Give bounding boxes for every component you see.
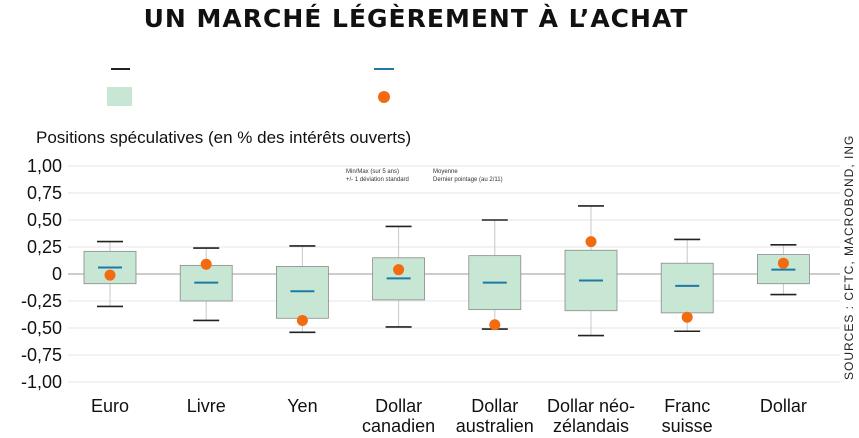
category-group — [372, 225, 426, 328]
boxes — [83, 205, 810, 337]
y-tick-label: 0,50 — [27, 210, 62, 230]
std-dev-box — [275, 266, 329, 319]
category-label: Dollar — [760, 396, 807, 416]
last-point-marker — [585, 236, 597, 248]
category-label: Dollar — [471, 396, 518, 416]
category-group — [564, 205, 618, 337]
category-label: Euro — [91, 396, 129, 416]
category-group — [83, 240, 137, 308]
legend-sd-label: +/- 1 déviation standard — [346, 177, 409, 183]
y-tick-label: 0,75 — [27, 183, 62, 203]
source-note: SOURCES : CFTC, MACROBOND, ING — [842, 135, 856, 380]
y-tick-label: -1,00 — [21, 372, 62, 392]
last-point-marker — [681, 311, 693, 323]
category-label: Yen — [287, 396, 317, 416]
y-tick-label: 0,25 — [27, 237, 62, 257]
last-point-marker — [393, 264, 405, 276]
category-group — [179, 247, 233, 322]
last-point-marker — [200, 258, 212, 270]
y-axis-title: Positions spéculatives (en % des intérêt… — [36, 128, 411, 147]
category-group — [757, 244, 810, 296]
category-label: Dollar néo- — [547, 396, 635, 416]
last-point-marker — [777, 257, 789, 269]
y-axis-ticks: 1,00 0,75 0,50 0,25 0 -0,25 -0,50 -0,75 -1,00 — [21, 156, 62, 392]
legend-last-symbol — [378, 91, 390, 103]
category-label: Franc — [664, 396, 710, 416]
y-tick-label: 1,00 — [27, 156, 62, 176]
y-tick-label: 0 — [52, 264, 62, 284]
category-label: Livre — [187, 396, 226, 416]
y-tick-label: -0,75 — [21, 345, 62, 365]
category-label: australien — [456, 416, 534, 436]
y-tick-label: -0,50 — [21, 318, 62, 338]
last-point-marker — [104, 269, 116, 281]
legend: Min/Max (sur 5 ans) +/- 1 déviation stan… — [107, 68, 503, 183]
category-label: canadien — [362, 416, 435, 436]
category-label: Dollar — [375, 396, 422, 416]
std-dev-box — [660, 262, 714, 314]
category-label: suisse — [662, 416, 713, 436]
category-group — [275, 245, 329, 334]
category-group — [468, 219, 522, 331]
category-group — [660, 238, 714, 333]
legend-range-label: Min/Max (sur 5 ans) — [346, 169, 399, 175]
category-label: zélandais — [553, 416, 629, 436]
y-tick-label: -0,25 — [21, 291, 62, 311]
legend-mean-label: Moyenne — [433, 169, 458, 175]
last-point-marker — [296, 314, 308, 326]
legend-last-label: Dernier pointage (au 2/11) — [433, 177, 503, 183]
last-point-marker — [489, 319, 501, 331]
chart-title: UN MARCHÉ LÉGÈREMENT À L’ACHAT — [144, 4, 689, 33]
legend-box-symbol — [107, 87, 132, 106]
